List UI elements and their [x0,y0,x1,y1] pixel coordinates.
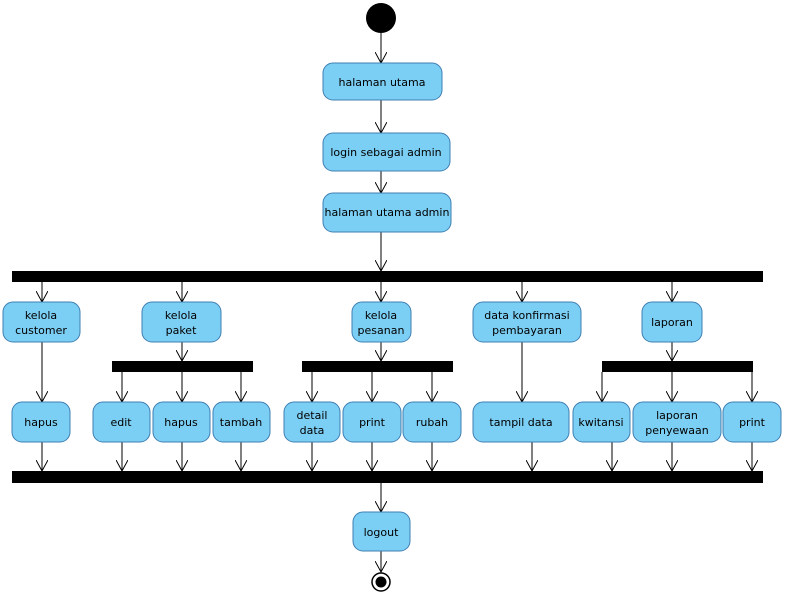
final-node [371,572,391,592]
fork-bar-pesanan [302,361,453,372]
label-kelola-pesanan-2: pesanan [358,324,405,337]
label-halaman-utama: halaman utama [339,76,426,89]
fork-bar-main [12,271,763,282]
label-pesanan-print: print [359,416,386,429]
label-tampil-data: tampil data [489,416,552,429]
node-kelola-customer [2,301,81,343]
label-kelola-customer-1: kelola [25,309,57,322]
label-logout: logout [364,526,399,539]
control-flows [42,33,752,572]
node-paket-edit [92,401,151,443]
node-kwitansi [572,401,631,443]
label-customer-hapus: hapus [24,416,58,429]
label-laporan-penyewaan-1: laporan [656,409,698,422]
label-halaman-utama-admin: halaman utama admin [325,206,450,219]
label-kelola-paket-2: paket [166,324,197,337]
node-halaman-utama-admin [322,192,452,233]
node-data-konfirmasi-pembayaran [472,301,582,343]
label-paket-tambah: tambah [220,416,262,429]
node-login-admin [322,132,451,172]
node-paket-hapus [152,401,211,443]
node-pesanan-rubah [402,401,462,443]
label-laporan: laporan [651,316,693,329]
label-laporan-print: print [739,416,766,429]
node-paket-tambah [212,401,271,443]
label-login-admin: login sebagai admin [330,146,441,159]
node-customer-hapus [11,401,71,443]
node-tampil-data [472,401,570,443]
label-paket-edit: edit [110,416,132,429]
label-pesanan-detail-2: data [300,424,325,437]
label-pesanan-detail-1: detail [297,409,328,422]
label-laporan-penyewaan-2: penyewaan [645,424,708,437]
node-logout [352,511,411,552]
node-pesanan-detail-data [283,401,341,443]
label-paket-hapus: hapus [164,416,198,429]
fork-bar-paket [112,361,253,372]
node-kelola-paket [141,301,222,343]
label-kelola-customer-2: customer [15,324,67,337]
node-laporan [641,301,703,343]
label-pesanan-rubah: rubah [416,416,448,429]
initial-node [366,3,396,33]
node-laporan-penyewaan [632,401,722,443]
node-pesanan-print [342,401,402,443]
fork-bar-laporan [602,361,753,372]
node-halaman-utama [322,62,443,101]
join-bar-main [12,471,763,483]
label-kelola-paket-1: kelola [165,309,197,322]
label-kelola-pesanan-1: kelola [365,309,397,322]
node-kelola-pesanan [351,301,412,343]
label-kwitansi: kwitansi [578,416,623,429]
label-data-konfirmasi-2: pembayaran [492,324,562,337]
node-laporan-print [722,401,782,443]
label-data-konfirmasi-1: data konfirmasi [484,309,569,322]
